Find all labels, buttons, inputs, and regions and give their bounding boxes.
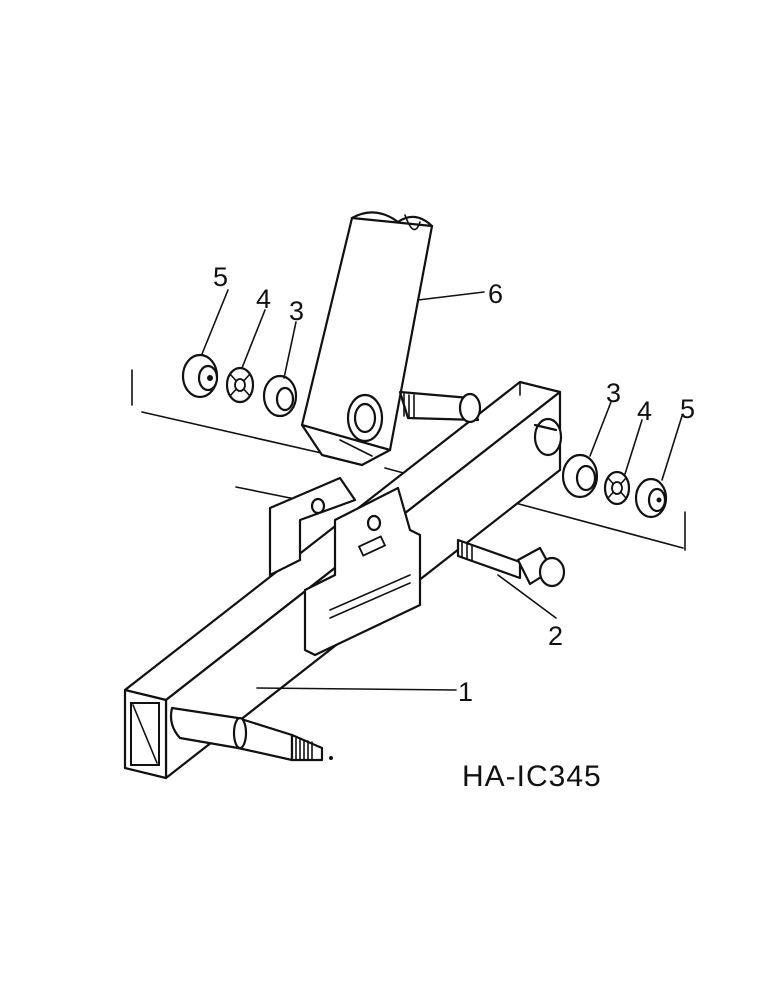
upright-tube [300, 211, 434, 467]
rear-bracket [268, 476, 357, 577]
callout-part-6: 6 [488, 279, 503, 309]
left-spindle [169, 706, 333, 762]
callout-right-5: 5 [680, 394, 695, 424]
callout-right-3: 3 [606, 378, 621, 408]
hub-stub [398, 390, 482, 424]
callout-part-1: 1 [458, 677, 473, 707]
right-spindle-stub [533, 417, 563, 457]
right-bearing-3 [561, 453, 599, 499]
bolt [456, 538, 566, 588]
left-washer-5 [181, 353, 219, 399]
reference-code: HA-IC345 [462, 760, 602, 793]
left-nut-4 [225, 366, 255, 404]
left-hardware [181, 353, 298, 418]
left-bearing-3 [262, 374, 298, 418]
callout-left-3: 3 [289, 296, 304, 326]
right-nut-4 [603, 470, 631, 506]
callout-right-4: 4 [637, 396, 652, 426]
right-washer-5 [634, 477, 668, 519]
callout-part-2: 2 [548, 621, 563, 651]
right-hardware [561, 453, 668, 519]
leader-lines [201, 289, 683, 691]
callout-left-5: 5 [213, 262, 228, 292]
front-bracket [303, 486, 422, 657]
callout-left-4: 4 [256, 284, 271, 314]
